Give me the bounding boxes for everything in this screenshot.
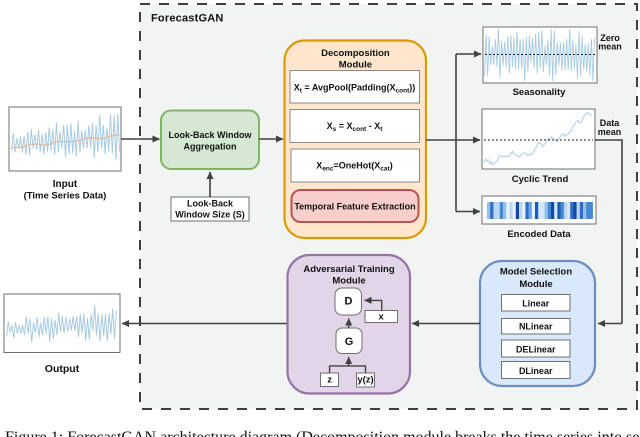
svg-text:Aggregation: Aggregation bbox=[184, 142, 237, 152]
svg-text:Linear: Linear bbox=[522, 299, 550, 309]
svg-text:Output: Output bbox=[45, 363, 80, 375]
svg-text:Adversarial Training: Adversarial Training bbox=[303, 264, 395, 275]
svg-text:Input: Input bbox=[53, 179, 78, 190]
svg-text:ForecastGAN: ForecastGAN bbox=[151, 13, 224, 25]
svg-text:Look-Back: Look-Back bbox=[187, 199, 234, 209]
svg-text:Window Size (S): Window Size (S) bbox=[175, 210, 244, 220]
svg-text:Temporal Feature Extraction: Temporal Feature Extraction bbox=[294, 202, 415, 212]
svg-text:Data: Data bbox=[600, 118, 621, 128]
svg-text:G: G bbox=[345, 336, 354, 348]
svg-text:Module: Module bbox=[332, 276, 365, 287]
svg-text:NLinear: NLinear bbox=[519, 322, 553, 332]
svg-text:D: D bbox=[345, 296, 353, 308]
svg-text:Encoded Data: Encoded Data bbox=[507, 229, 571, 240]
svg-text:Seasonality: Seasonality bbox=[513, 87, 567, 98]
svg-text:Xenc=OneHot(Xcat): Xenc=OneHot(Xcat) bbox=[316, 161, 392, 173]
svg-text:(Time Series Data): (Time Series Data) bbox=[24, 191, 107, 202]
svg-text:Module: Module bbox=[339, 60, 372, 71]
svg-text:Zero: Zero bbox=[600, 33, 620, 43]
svg-text:Cyclic Trend: Cyclic Trend bbox=[512, 174, 569, 185]
svg-text:Decomposition: Decomposition bbox=[321, 48, 390, 59]
svg-text:x: x bbox=[379, 312, 385, 323]
svg-text:mean: mean bbox=[598, 127, 622, 137]
svg-text:DLinear: DLinear bbox=[519, 366, 553, 376]
svg-text:mean: mean bbox=[598, 42, 622, 52]
svg-text:DELinear: DELinear bbox=[516, 345, 556, 355]
svg-text:Xs = Xcont - Xt: Xs = Xcont - Xt bbox=[327, 121, 384, 133]
svg-text:y(z): y(z) bbox=[357, 375, 373, 386]
svg-text:Look-Back Window: Look-Back Window bbox=[169, 130, 253, 140]
svg-text:z: z bbox=[327, 375, 332, 386]
svg-text:Module: Module bbox=[519, 279, 552, 290]
svg-text:Model Selection: Model Selection bbox=[500, 267, 573, 278]
svg-text:Xt = AvgPool(Padding(Xcont)): Xt = AvgPool(Padding(Xcont)) bbox=[294, 83, 416, 95]
